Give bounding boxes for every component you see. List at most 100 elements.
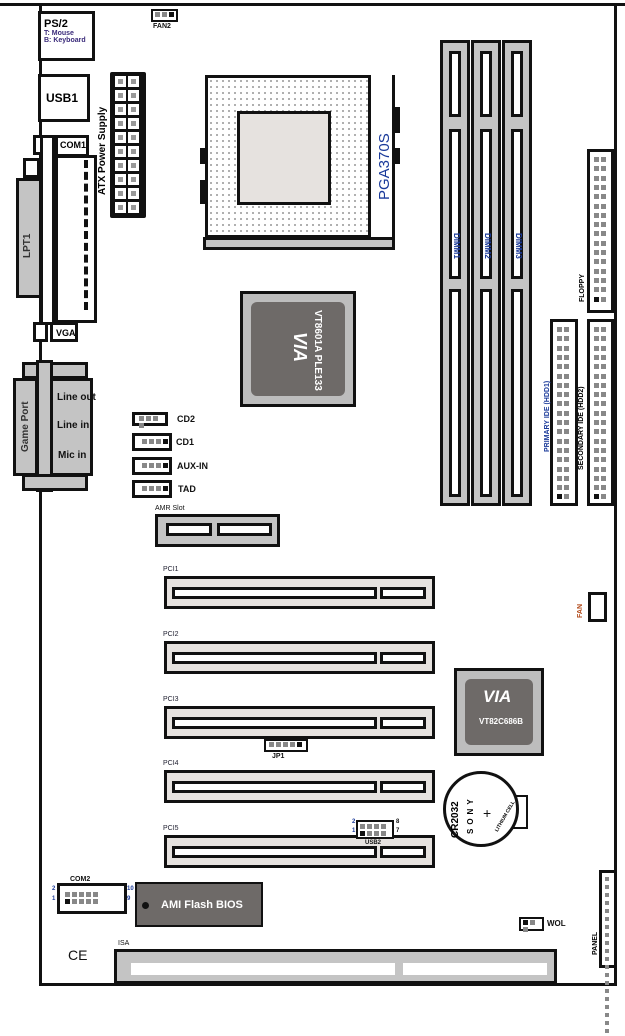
connector-pin: [564, 438, 569, 444]
pin-number: 10: [127, 886, 134, 892]
connector-pin: [601, 438, 606, 444]
isa-slot[interactable]: [114, 949, 557, 984]
fan-label: FAN: [577, 604, 584, 618]
via-logo: VIA: [483, 687, 512, 706]
connector-pin: [594, 194, 599, 200]
southbridge-chip: VIA VT82C686B: [454, 668, 544, 756]
connector-pin: [564, 410, 569, 416]
dimm-label: DIMM2: [483, 233, 492, 259]
aux-in-label: AUX-IN: [177, 461, 208, 471]
secondary-ide-label: SECONDARY IDE (HDD2): [578, 386, 585, 470]
connector-pin: [601, 494, 606, 500]
line-in-label: Line in: [57, 420, 90, 431]
connector-pin: [557, 438, 562, 444]
wol-header: [519, 917, 544, 932]
board-outline: [39, 5, 617, 986]
connector-pin: [594, 222, 599, 228]
connector-pin: [564, 392, 569, 398]
bios-chip: AMI Flash BIOS: [135, 882, 263, 927]
via-logo: VIA: [290, 332, 310, 363]
connector-pin: [601, 457, 606, 463]
connector-pin: [594, 457, 599, 463]
connector-pin: [594, 401, 599, 407]
connector-pin: [594, 175, 599, 181]
cpu-socket: [205, 75, 395, 238]
connector-pin: [564, 494, 569, 500]
tad-label: TAD: [178, 484, 196, 494]
amr-label: AMR Slot: [155, 505, 185, 512]
connector-pin: [594, 420, 599, 425]
com1-label-box: COM1: [55, 135, 89, 157]
pci-slot[interactable]: [164, 770, 435, 803]
connector-pin: [594, 494, 599, 500]
usb1-connector: USB1: [38, 74, 90, 122]
dimm-label: DIMM1: [452, 233, 461, 259]
connector-pin: [601, 184, 606, 190]
floppy-connector: [587, 149, 614, 313]
connector-pin: [601, 240, 606, 246]
jp1-header: [264, 739, 308, 752]
cd1-header: [132, 433, 172, 451]
lpt1-connector: [16, 178, 42, 298]
connector-pin: [594, 364, 599, 370]
ps2-keyboard-label: B: Keyboard: [44, 37, 86, 44]
pin-number: 8: [396, 819, 400, 825]
connector-pin: [557, 466, 562, 472]
connector-pin: [601, 429, 606, 435]
connector-pin: [601, 296, 606, 302]
connector-pin: [557, 429, 562, 435]
dimm-label: DIMM3: [514, 233, 523, 259]
pci-slot[interactable]: [164, 706, 435, 739]
connector-pin: [601, 287, 606, 293]
connector-pin: [594, 475, 599, 481]
pci-slot[interactable]: [164, 641, 435, 674]
battery: [443, 771, 519, 847]
connector-pin: [601, 336, 606, 342]
board-top-edge: [0, 3, 625, 6]
cd1-label: CD1: [176, 437, 195, 447]
connector-pin: [564, 382, 569, 388]
connector-pin: [601, 194, 606, 200]
connector-pin: [601, 373, 606, 379]
game-port-top-tab: [22, 362, 88, 379]
connector-pin: [601, 166, 606, 172]
battery-model: CR2032: [450, 801, 461, 838]
connector-pin: [594, 268, 599, 274]
pci-slot[interactable]: [164, 576, 435, 609]
connector-pin: [564, 345, 569, 351]
connector-pin: [557, 494, 562, 500]
dimm-slot: DIMM3: [502, 40, 532, 506]
ps2-connector: PS/2 T: Mouse B: Keyboard: [38, 11, 95, 61]
lpt1-frame: [40, 135, 55, 325]
connector-pin: [564, 336, 569, 342]
socket-clip: [394, 107, 400, 133]
connector-pin: [557, 373, 562, 379]
connector-pin: [564, 354, 569, 360]
pin-number: 9: [127, 896, 131, 902]
usb2-label: USB2: [365, 840, 382, 846]
connector-pin: [601, 485, 606, 491]
ps2-label: PS/2: [44, 18, 68, 30]
connector-pin: [601, 157, 606, 162]
connector-pin: [594, 447, 599, 453]
connector-pin: [557, 420, 562, 425]
connector-pin: [594, 336, 599, 342]
connector-pin: [557, 410, 562, 416]
connector-pin: [564, 364, 569, 370]
connector-pin: [594, 410, 599, 416]
connector-pin: [601, 259, 606, 265]
floppy-label: FLOPPY: [579, 273, 586, 302]
connector-pin: [601, 410, 606, 416]
connector-pin: [594, 466, 599, 472]
game-port-bottom-tab: [22, 474, 88, 491]
connector-pin: [601, 203, 606, 209]
com2-label: COM2: [70, 876, 91, 883]
connector-pin: [564, 475, 569, 481]
pci-slot[interactable]: [164, 835, 435, 868]
battery-brand: SONY: [466, 795, 475, 834]
connector-pin: [564, 485, 569, 491]
connector-pin: [564, 401, 569, 407]
connector-pin: [601, 277, 606, 283]
socket-clip: [200, 148, 206, 164]
board-line: [39, 340, 42, 360]
